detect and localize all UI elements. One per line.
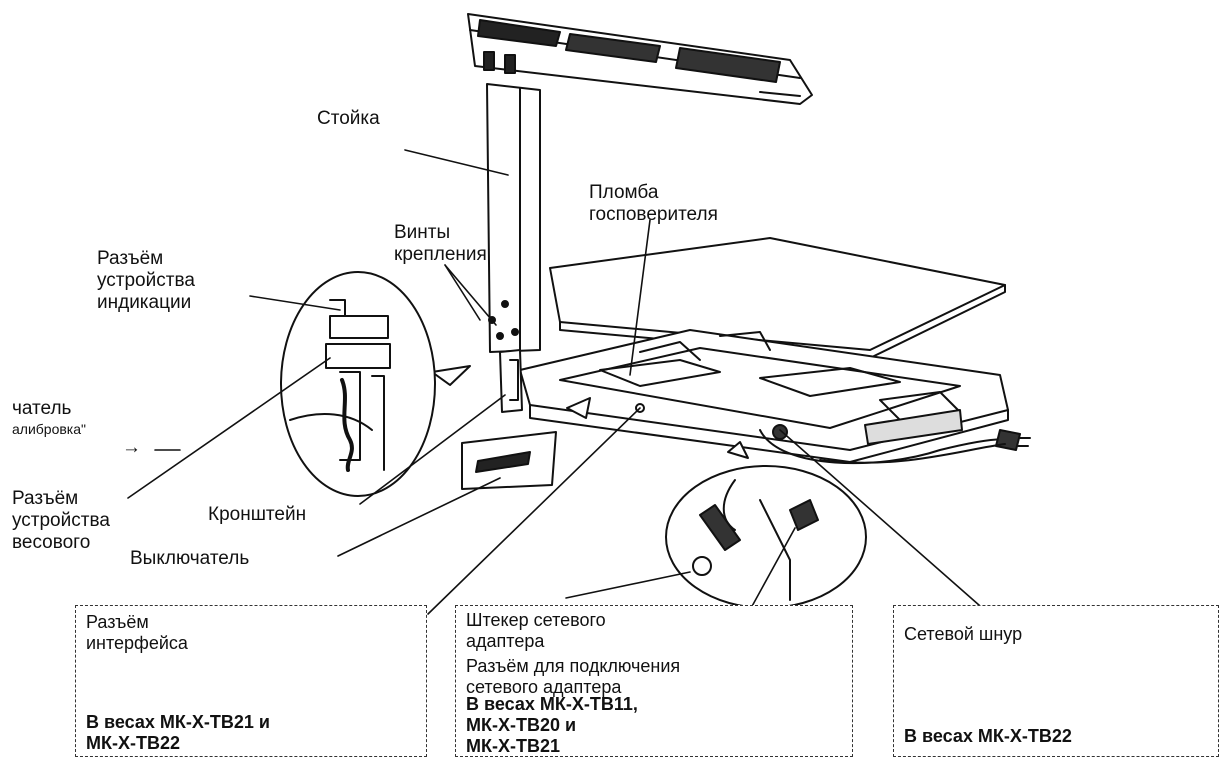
adapter-plug-title: Штекер сетевого адаптера <box>466 610 606 651</box>
bracket-label: Кронштейн <box>208 504 307 525</box>
stand-pole <box>486 83 541 353</box>
stand-label: Стойка <box>317 108 380 129</box>
seal-label: Пломба госповерителя <box>589 182 718 225</box>
display-connector-label: Разъём устройства индикации <box>97 248 195 313</box>
power-cord-models: В весах МК-Х-ТВ22 <box>904 726 1072 746</box>
adapter-models: В весах МК-Х-ТВ11, МК-Х-ТВ20 и МК-Х-ТВ21 <box>466 694 638 756</box>
power-cord <box>759 429 1031 465</box>
base-frame <box>499 329 1009 463</box>
zoom-switch-detail <box>461 431 557 490</box>
display-head <box>467 13 813 105</box>
weighing-pan <box>549 237 1006 359</box>
zoom-adapter-detail <box>665 465 867 609</box>
interface-connector-box: Разъём интерфейса В весах МК-Х-ТВ21 и МК… <box>75 605 427 757</box>
power-cord-title: Сетевой шнур <box>904 624 1023 644</box>
screws-label: Винты крепления <box>394 222 487 265</box>
interface-connector-models: В весах МК-Х-ТВ21 и МК-Х-ТВ22 <box>86 712 270 753</box>
adapter-box: Штекер сетевого адаптера Разъём для подк… <box>455 605 853 757</box>
weighing-connector-label: Разъём устройства весового <box>12 488 110 553</box>
power-switch-label: Выключатель <box>130 548 250 569</box>
interface-connector-title: Разъём интерфейса <box>86 612 188 653</box>
arrow-glyph: → <box>122 437 141 458</box>
power-cord-box: Сетевой шнур В весах МК-Х-ТВ22 <box>893 605 1219 757</box>
zoom-connector-detail <box>280 271 436 497</box>
switch-partial-label: чатель алибровка" <box>12 398 86 437</box>
adapter-socket-title: Разъём для подключения сетевого адаптера <box>466 656 681 697</box>
